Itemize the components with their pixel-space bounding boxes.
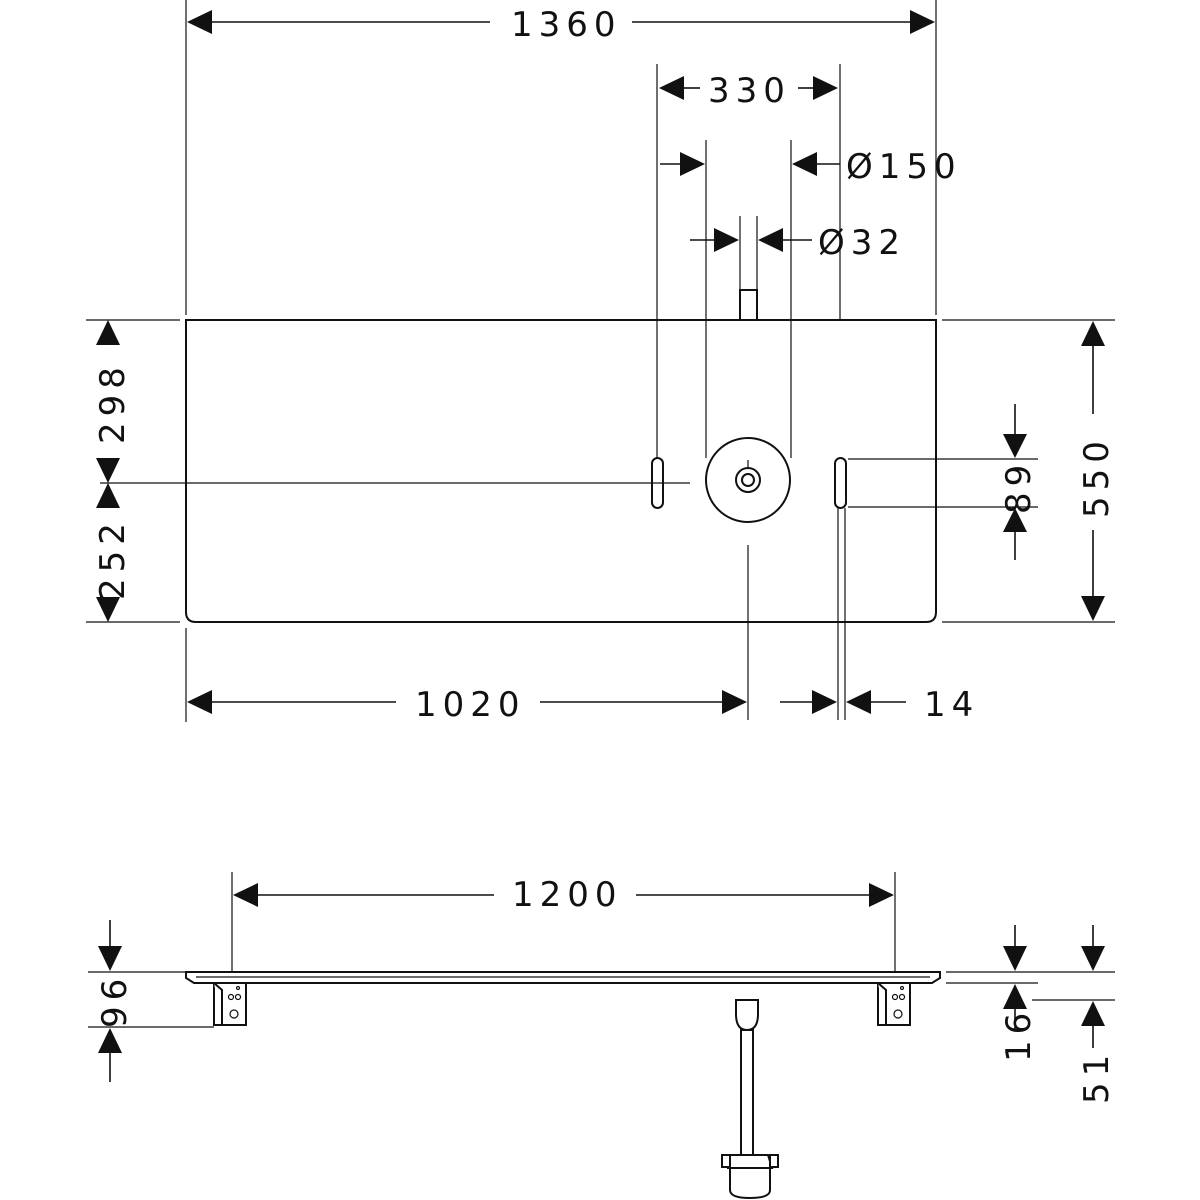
tap-spacing-label: 330 (708, 71, 791, 111)
basin-diameter-label: Ø150 (846, 147, 962, 187)
side-view: 1200 96 16 51 (88, 872, 1117, 1200)
pipe-stub (739, 289, 758, 321)
right-bracket (877, 982, 911, 1026)
right-slot (834, 457, 847, 509)
right-height-label: 51 (1077, 1049, 1117, 1104)
depth-back-label: 252 (93, 517, 133, 600)
left-bracket (213, 982, 247, 1026)
offset-right-label: 14 (924, 685, 979, 725)
dim-right-height: 51 (1077, 925, 1117, 1104)
dim-total-depth: 550 (1077, 321, 1117, 621)
dim-bracket-span: 1200 (233, 875, 894, 915)
dim-depth-back: 252 (93, 483, 133, 622)
dim-depth-front: 298 (93, 320, 133, 483)
dim-offset-right: 14 (780, 685, 979, 725)
dim-tap-spacing: 330 (659, 71, 838, 111)
dim-left-height: 96 (95, 920, 135, 1082)
drain-trap (721, 999, 779, 1200)
bracket-span-label: 1200 (512, 875, 623, 915)
depth-front-label: 298 (93, 361, 133, 444)
dim-basin-diameter: Ø150 (660, 147, 962, 187)
slot-height-label: 89 (999, 459, 1039, 514)
dim-offset-left: 1020 (187, 685, 747, 725)
dim-overall-width: 1360 (187, 5, 935, 45)
overall-width-label: 1360 (511, 5, 622, 45)
left-height-label: 96 (95, 973, 135, 1028)
dim-right-thickness: 16 (999, 925, 1039, 1062)
total-depth-label: 550 (1077, 435, 1117, 518)
offset-left-label: 1020 (415, 685, 526, 725)
drain-diameter-label: Ø32 (818, 223, 906, 263)
drain-hole (741, 473, 755, 487)
countertop-outline (185, 319, 937, 623)
top-view: 1360 330 Ø150 Ø32 (86, 0, 1117, 725)
right-thickness-label: 16 (999, 1007, 1039, 1062)
dim-drain-diameter: Ø32 (690, 223, 906, 263)
dim-slot-height: 89 (999, 404, 1039, 560)
